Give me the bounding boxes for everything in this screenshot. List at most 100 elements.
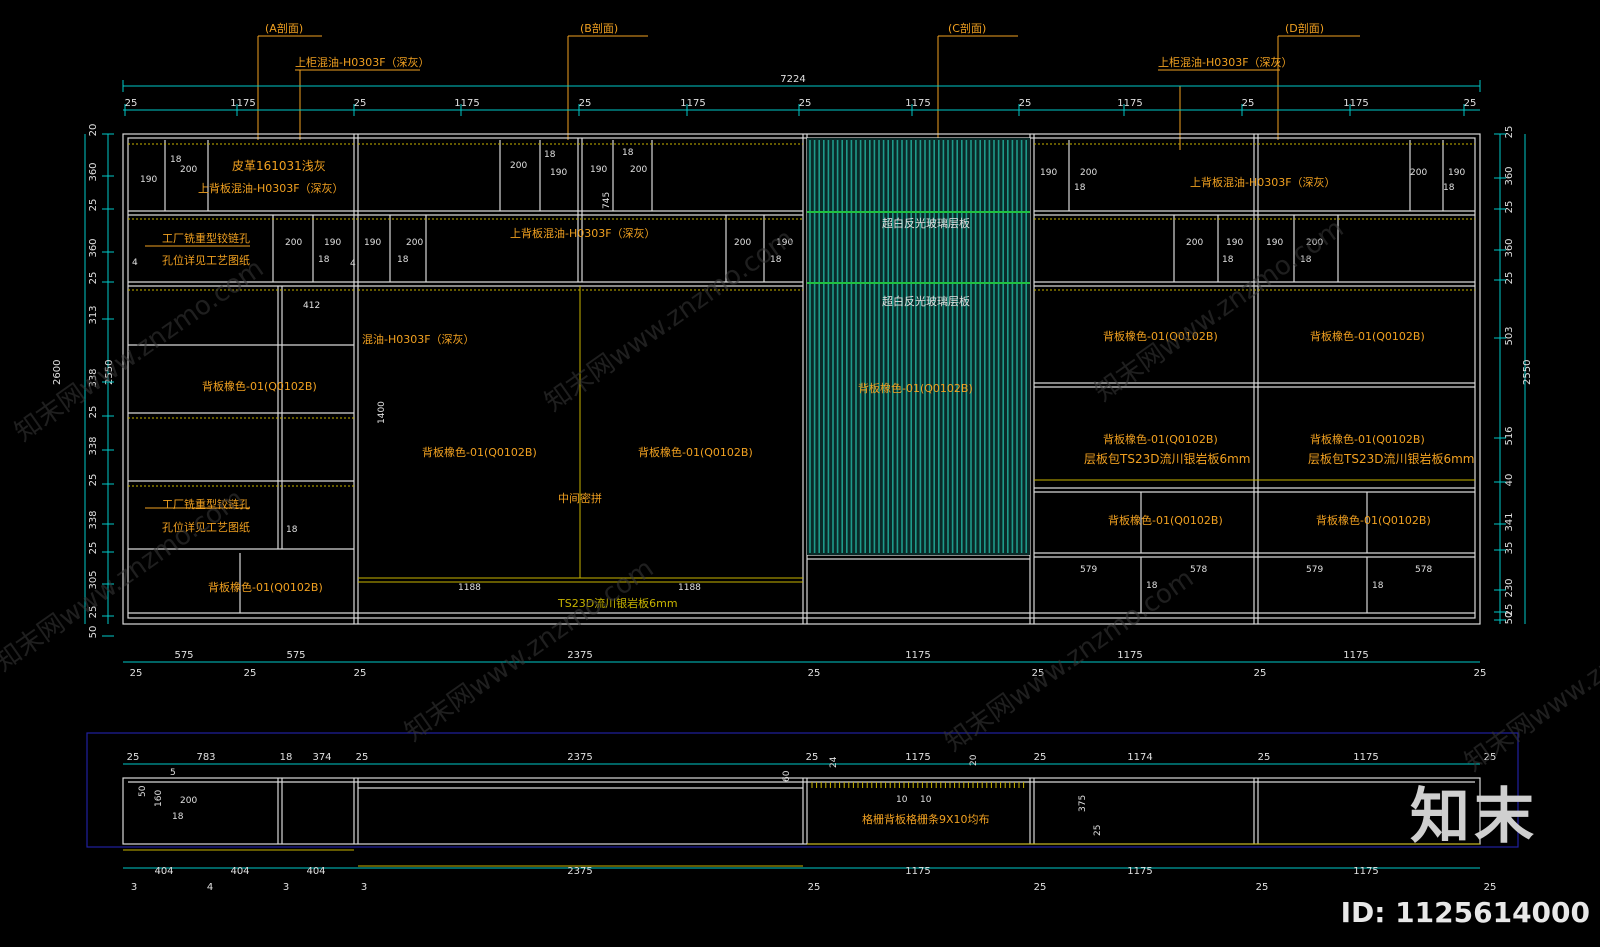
left-dim-3: 360 bbox=[88, 238, 99, 257]
right-dimensions bbox=[1499, 134, 1526, 624]
top-dim-1: 1175 bbox=[230, 98, 255, 109]
back-oak-label-11: 背板橡色-01(Q0102B) bbox=[1316, 513, 1431, 527]
plan-bottom-small-0: 3 bbox=[131, 882, 137, 893]
top-dim-9: 1175 bbox=[1117, 98, 1142, 109]
plan-top-dim-11: 1175 bbox=[1353, 752, 1378, 763]
upper-back-label-2: 上背板混油-H0303F（深灰） bbox=[510, 226, 656, 240]
section-a-label: (A剖面) bbox=[265, 21, 303, 35]
dim-200-f: 200 bbox=[734, 238, 751, 248]
dim-18-b: 18 bbox=[544, 150, 556, 160]
hinge-note-2a: 工厂铣重型铰链孔 bbox=[162, 497, 250, 511]
hinge-note-1a: 工厂铣重型铰链孔 bbox=[162, 231, 250, 245]
right-dim-7: 40 bbox=[1504, 474, 1515, 487]
bottom-dim-b-2: 25 bbox=[354, 668, 367, 679]
back-oak-label-6: 背板橡色-01(Q0102B) bbox=[1103, 329, 1218, 343]
stone-label: TS23D流川银岩板6mm bbox=[557, 596, 678, 610]
right-dim-8: 341 bbox=[1504, 512, 1515, 531]
plan-bottom-small-4: 25 bbox=[808, 882, 821, 893]
plan-dim-10-a: 10 bbox=[896, 795, 908, 805]
grille-background bbox=[807, 138, 1030, 555]
bottom-dim-b-5: 25 bbox=[1254, 668, 1267, 679]
dim-1188-a: 1188 bbox=[458, 583, 481, 593]
material-labels: 皮革161031浅灰 上背板混油-H0303F（深灰） 上背板混油-H0303F… bbox=[145, 159, 1474, 610]
plan-top-dim-7: 1175 bbox=[905, 752, 930, 763]
dim-200-e: 200 bbox=[406, 238, 423, 248]
leather-label: 皮革161031浅灰 bbox=[232, 159, 326, 173]
dim-200-d: 200 bbox=[285, 238, 302, 248]
dim-190-j: 190 bbox=[1266, 238, 1283, 248]
dim-579-a: 579 bbox=[1080, 565, 1097, 575]
plan-bottom-small-5: 25 bbox=[1034, 882, 1047, 893]
plan-dim-160: 160 bbox=[154, 790, 164, 807]
section-callouts: (A剖面) (B剖面) (C剖面) (D剖面) 上柜混油-H0303F（深灰） … bbox=[257, 21, 1360, 150]
dim-18-g: 18 bbox=[286, 525, 298, 535]
left-dim-5: 313 bbox=[88, 305, 99, 324]
plan-bottom-dim-4: 1175 bbox=[905, 866, 930, 877]
section-b-label: (B剖面) bbox=[580, 21, 618, 35]
right-dim-5: 503 bbox=[1504, 326, 1515, 345]
grille-panel bbox=[807, 138, 1030, 555]
back-oak-label-3: 背板橡色-01(Q0102B) bbox=[422, 445, 537, 459]
plan-bottom-dim-1: 404 bbox=[230, 866, 249, 877]
top-dim-6: 25 bbox=[799, 98, 812, 109]
dim-18-d: 18 bbox=[318, 255, 330, 265]
back-oak-label-4: 背板橡色-01(Q0102B) bbox=[638, 445, 753, 459]
back-oak-label-1: 背板橡色-01(Q0102B) bbox=[202, 379, 317, 393]
right-dim-12: 50 bbox=[1504, 612, 1515, 625]
plan-bottom-small-3: 3 bbox=[361, 882, 367, 893]
dim-190-d: 190 bbox=[324, 238, 341, 248]
left-dim-6: 338 bbox=[88, 368, 99, 387]
dim-18-f: 18 bbox=[770, 255, 782, 265]
dim-190-h: 190 bbox=[1448, 168, 1465, 178]
brand-logo: 知末 bbox=[1410, 782, 1538, 852]
bottom-dim-a-5: 1175 bbox=[1343, 650, 1368, 661]
plan-top-dim-1: 783 bbox=[196, 752, 215, 763]
bottom-dim-b-4: 25 bbox=[1032, 668, 1045, 679]
top-dim-3: 1175 bbox=[454, 98, 479, 109]
right-dim-3: 360 bbox=[1504, 238, 1515, 257]
dim-18-k: 18 bbox=[1300, 255, 1312, 265]
dim-200-i: 200 bbox=[1186, 238, 1203, 248]
plan-top-dim-0: 25 bbox=[127, 752, 140, 763]
dim-190-c: 190 bbox=[590, 165, 607, 175]
dim-18-m: 18 bbox=[1372, 581, 1384, 591]
upper-cabinet-right-label: 上柜混油-H0303F（深灰） bbox=[1158, 55, 1293, 69]
hinge-note-1b: 孔位详见工艺图纸 bbox=[162, 253, 250, 267]
right-dim-1: 360 bbox=[1504, 166, 1515, 185]
grille-label: 格栅背板格栅条9X10均布 bbox=[862, 812, 990, 826]
dim-4-a: 4 bbox=[132, 258, 138, 268]
top-dim-11: 1175 bbox=[1343, 98, 1368, 109]
bottom-dim-a-0: 575 bbox=[174, 650, 193, 661]
inner-dims: 190 18 200 200 18 190 190 18 200 745 200… bbox=[132, 148, 1465, 593]
cabinet-frame bbox=[122, 133, 1481, 625]
dim-18-j: 18 bbox=[1222, 255, 1234, 265]
left-dim-9: 25 bbox=[88, 474, 99, 487]
paint-label: 混油-H0303F（深灰） bbox=[362, 332, 475, 346]
dim-4-b: 4 bbox=[350, 259, 356, 269]
dim-190-g: 190 bbox=[1040, 168, 1057, 178]
plan-dim-20: 20 bbox=[969, 754, 979, 766]
plan-bottom-small-7: 25 bbox=[1484, 882, 1497, 893]
top-dim-4: 25 bbox=[579, 98, 592, 109]
plan-dim-5: 5 bbox=[170, 768, 176, 778]
right-dim-6: 516 bbox=[1504, 426, 1515, 445]
plan-dim-200: 200 bbox=[180, 796, 197, 806]
right-dim-9: 35 bbox=[1504, 542, 1515, 555]
left-dim-4: 25 bbox=[88, 272, 99, 285]
dim-18-l: 18 bbox=[1146, 581, 1158, 591]
left-dim-2: 25 bbox=[88, 199, 99, 212]
left-dim-14: 50 bbox=[88, 626, 99, 639]
plan-dim-60: 60 bbox=[782, 770, 792, 782]
bottom-dim-b-6: 25 bbox=[1474, 668, 1487, 679]
overall-width-dim: 7224 bbox=[780, 74, 805, 85]
plan-top-dim-8: 25 bbox=[1034, 752, 1047, 763]
right-inner-height: 2550 bbox=[1522, 360, 1533, 385]
image-id-label: ID: 1125614000 bbox=[1340, 896, 1590, 929]
plan-top-dim-10: 25 bbox=[1258, 752, 1271, 763]
right-dim-10: 230 bbox=[1504, 578, 1515, 597]
upper-back-label-1: 上背板混油-H0303F（深灰） bbox=[198, 181, 344, 195]
